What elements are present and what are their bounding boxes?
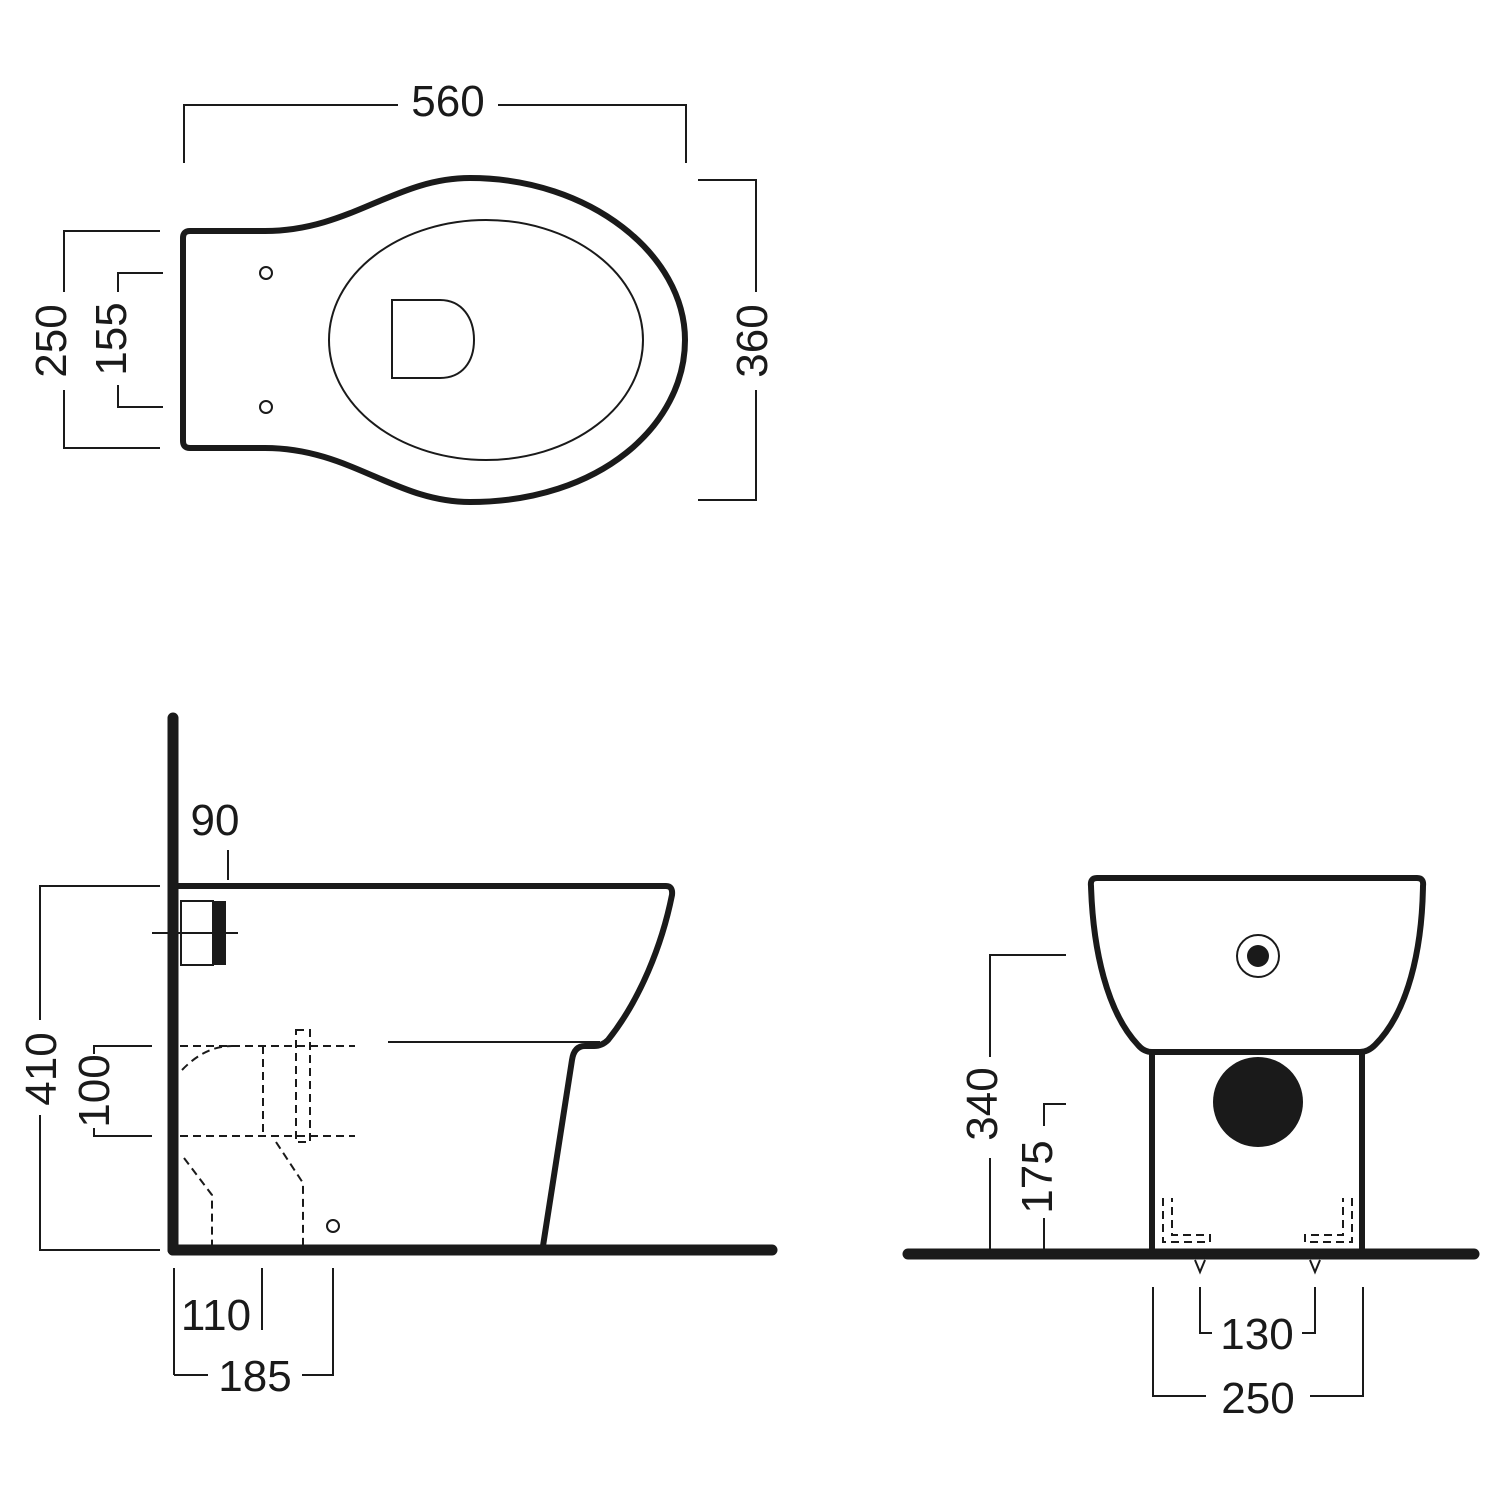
- dim-90-label: 90: [191, 796, 240, 845]
- dim-360-label: 360: [728, 304, 777, 377]
- side-view: 90 410 100 110 185: [17, 712, 778, 1401]
- dim-155-label: 155: [87, 302, 136, 375]
- outlet-hole: [391, 299, 476, 379]
- dim-175-label: 175: [1013, 1140, 1062, 1213]
- inlet-connector: [152, 900, 238, 966]
- dimension-hole-spacing: 155: [87, 272, 163, 408]
- fixing-brackets: [1162, 1198, 1353, 1275]
- dim-100-label: 100: [70, 1054, 119, 1127]
- dimension-outlet-center: 110: [173, 1268, 263, 1375]
- dimension-fixing-spacing: 130: [1199, 1287, 1316, 1359]
- dim-250-top-label: 250: [27, 304, 76, 377]
- dim-340-label: 340: [958, 1067, 1007, 1140]
- dimension-rim-height: 410: [17, 885, 160, 1251]
- dim-185-label: 185: [218, 1352, 291, 1401]
- dimension-overall-length: 560: [183, 77, 687, 163]
- floor-fixing-hole-side: [326, 1219, 340, 1233]
- dim-110-label: 110: [181, 1291, 251, 1340]
- dim-410-label: 410: [17, 1032, 66, 1105]
- dimension-outlet-height: 175: [1013, 1103, 1066, 1250]
- toilet-outline-top: [180, 175, 688, 505]
- dim-250-front-label: 250: [1221, 1374, 1294, 1423]
- dimension-back-width: 250: [27, 230, 160, 449]
- toilet-outline-side: [175, 883, 676, 1249]
- fixing-hole-top: [259, 266, 273, 280]
- dimension-base-width: 250: [1152, 1287, 1364, 1423]
- dimension-overall-width: 360: [698, 179, 777, 501]
- outlet-circle: [1213, 1057, 1303, 1147]
- fixing-hole-bottom: [259, 400, 273, 414]
- top-view: 560 360 250 155: [27, 77, 777, 505]
- pedestal-front: [1149, 1049, 1365, 1253]
- dim-560-label: 560: [411, 77, 484, 126]
- front-view: 340 175 130 250: [902, 875, 1480, 1423]
- dimension-outlet-outer: 185: [174, 1268, 334, 1401]
- outlet-pipe-hidden: [180, 1029, 355, 1246]
- bowl-opening: [328, 219, 644, 461]
- dimension-wall-offset: 90: [191, 796, 240, 880]
- dimension-outlet-diameter: 100: [70, 1045, 152, 1137]
- dim-130-label: 130: [1220, 1310, 1293, 1359]
- dimension-inlet-height: 340: [958, 954, 1066, 1250]
- inlet-port: [1236, 934, 1280, 978]
